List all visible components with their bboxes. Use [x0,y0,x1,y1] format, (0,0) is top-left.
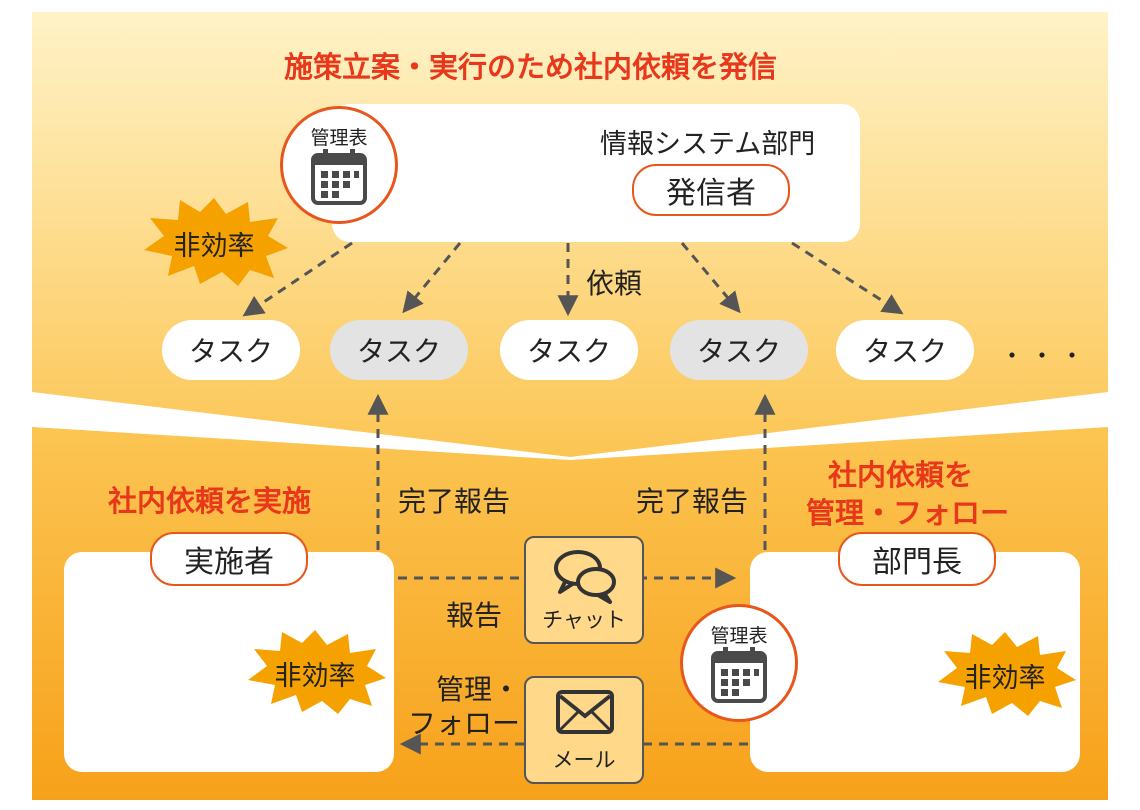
manager-inefficiency-label: 非効率 [964,663,1046,694]
mail-tool-label: メール [552,748,616,772]
more-tasks-ellipsis: ・・・ [1000,342,1090,370]
calendar-icon [311,149,367,205]
request-arrow-2 [402,242,462,314]
request-arrow-5 [791,241,904,315]
report-label: 報告 [446,599,503,632]
manager-badge-label: 管理表 [710,625,768,647]
manager-role-pill: 部門長 [838,532,996,586]
implementer-role-pill: 実施者 [150,532,308,586]
manager-inefficiency-burst: 非効率 [932,630,1078,716]
task-pill: タスク [330,320,468,380]
manage-label-line2: フォロー [408,707,521,740]
implementer-inefficiency-label: 非効率 [274,661,356,692]
manager-heading-line2: 管理・フォロー [806,496,1010,530]
manage-label-line1: 管理・ [436,673,521,706]
manager-management-sheet-badge: 管理表 [680,604,798,722]
chat-bubbles-icon [554,550,616,604]
task-pill: タスク [670,320,808,380]
top-inefficiency-label: 非効率 [173,231,255,262]
starburst-icon [938,632,1076,716]
envelope-icon [556,690,614,734]
mail-tool-box: メール [524,676,644,784]
sender-management-sheet-badge: 管理表 [280,106,398,224]
completion-report-left-label: 完了報告 [398,485,511,518]
task-pill: タスク [162,320,300,380]
implementer-inefficiency-burst: 非効率 [242,628,388,714]
completion-report-right-label: 完了報告 [636,485,749,518]
task-pill: タスク [500,320,638,380]
request-label: 依頼 [586,267,643,300]
top-heading: 施策立案・実行のため社内依頼を発信 [284,50,778,84]
sender-badge-label: 管理表 [310,127,368,149]
request-arrow-1 [242,241,353,317]
task-pill: タスク [836,320,974,380]
sender-department: 情報システム部門 [600,129,816,160]
starburst-icon [248,630,386,714]
request-arrow-4 [680,242,741,314]
manager-heading-line1: 社内依頼を [828,458,974,492]
chat-tool-label: チャット [542,608,626,632]
calendar-icon [711,647,767,703]
chat-tool-box: チャット [524,536,644,644]
sender-role-pill: 発信者 [632,164,790,216]
top-inefficiency-burst: 非効率 [138,196,290,286]
implementer-heading: 社内依頼を実施 [108,484,312,518]
starburst-icon [144,198,288,286]
